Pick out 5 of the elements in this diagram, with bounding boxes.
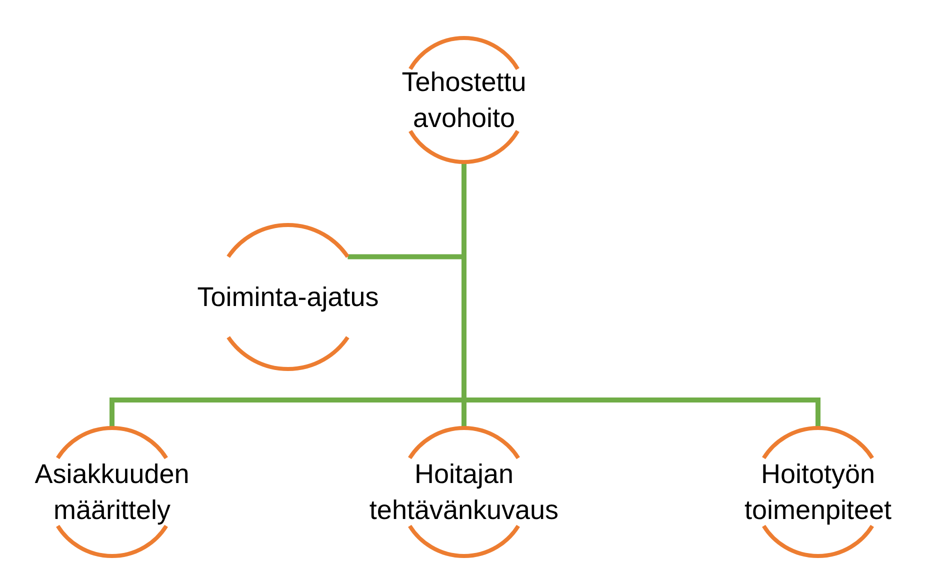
node-label: Tehostettu avohoito bbox=[400, 66, 528, 135]
node-label: Asiakkuuden määrittely bbox=[34, 458, 190, 527]
node-label: Toiminta-ajatus bbox=[197, 281, 379, 314]
node-label: Hoitotyön toimenpiteet bbox=[743, 458, 893, 527]
node-label: Hoitajan tehtävänkuvaus bbox=[368, 458, 560, 527]
